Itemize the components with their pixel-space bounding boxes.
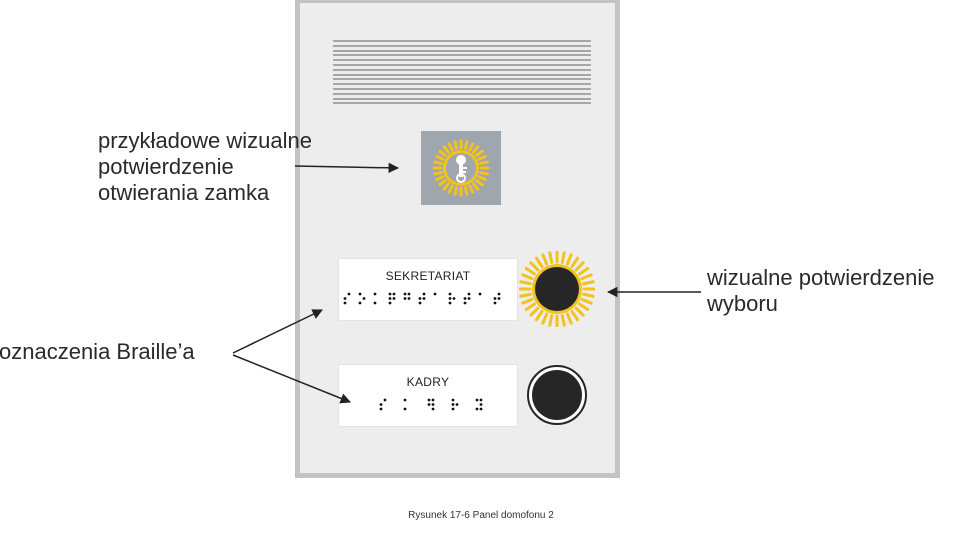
annotation-line: przykładowe wizualne: [98, 128, 312, 153]
speaker-grille: [333, 40, 591, 107]
arrow-to-lock-indicator: [294, 162, 400, 174]
lock-confirmation-annotation: przykładowe wizualne potwierdzenie otwie…: [98, 128, 312, 206]
annotation-line: otwierania zamka: [98, 180, 270, 205]
glowing-selection-indicator: [518, 250, 596, 328]
call-button-circle: [527, 365, 587, 425]
name-plate-sekretariat: SEKRETARIAT: [338, 258, 518, 321]
key-in-glowing-circle-icon: [432, 139, 490, 197]
lock-status-indicator: [421, 131, 501, 205]
name-plate-label: KADRY: [406, 375, 450, 389]
name-plate-label: SEKRETARIAT: [385, 269, 471, 283]
annotation-line: wyboru: [707, 291, 778, 316]
braille-marks: [343, 292, 501, 305]
braille-annotation: oznaczenia Braille’a: [0, 339, 195, 364]
name-plate-kadry: KADRY: [338, 364, 518, 427]
figure-caption: Rysunek 17-6 Panel domofonu 2: [408, 510, 554, 521]
call-button-kadry[interactable]: [519, 357, 595, 433]
braille-marks: [379, 398, 483, 411]
call-button-sekretariat[interactable]: [518, 250, 596, 328]
annotation-line: potwierdzenie: [98, 154, 234, 179]
arrow-to-braille-2: [232, 354, 351, 404]
selection-confirmation-annotation: wizualne potwierdzenie wyboru: [707, 265, 934, 317]
annotation-line: wizualne potwierdzenie: [707, 265, 935, 290]
arrow-to-braille-1: [232, 309, 323, 354]
